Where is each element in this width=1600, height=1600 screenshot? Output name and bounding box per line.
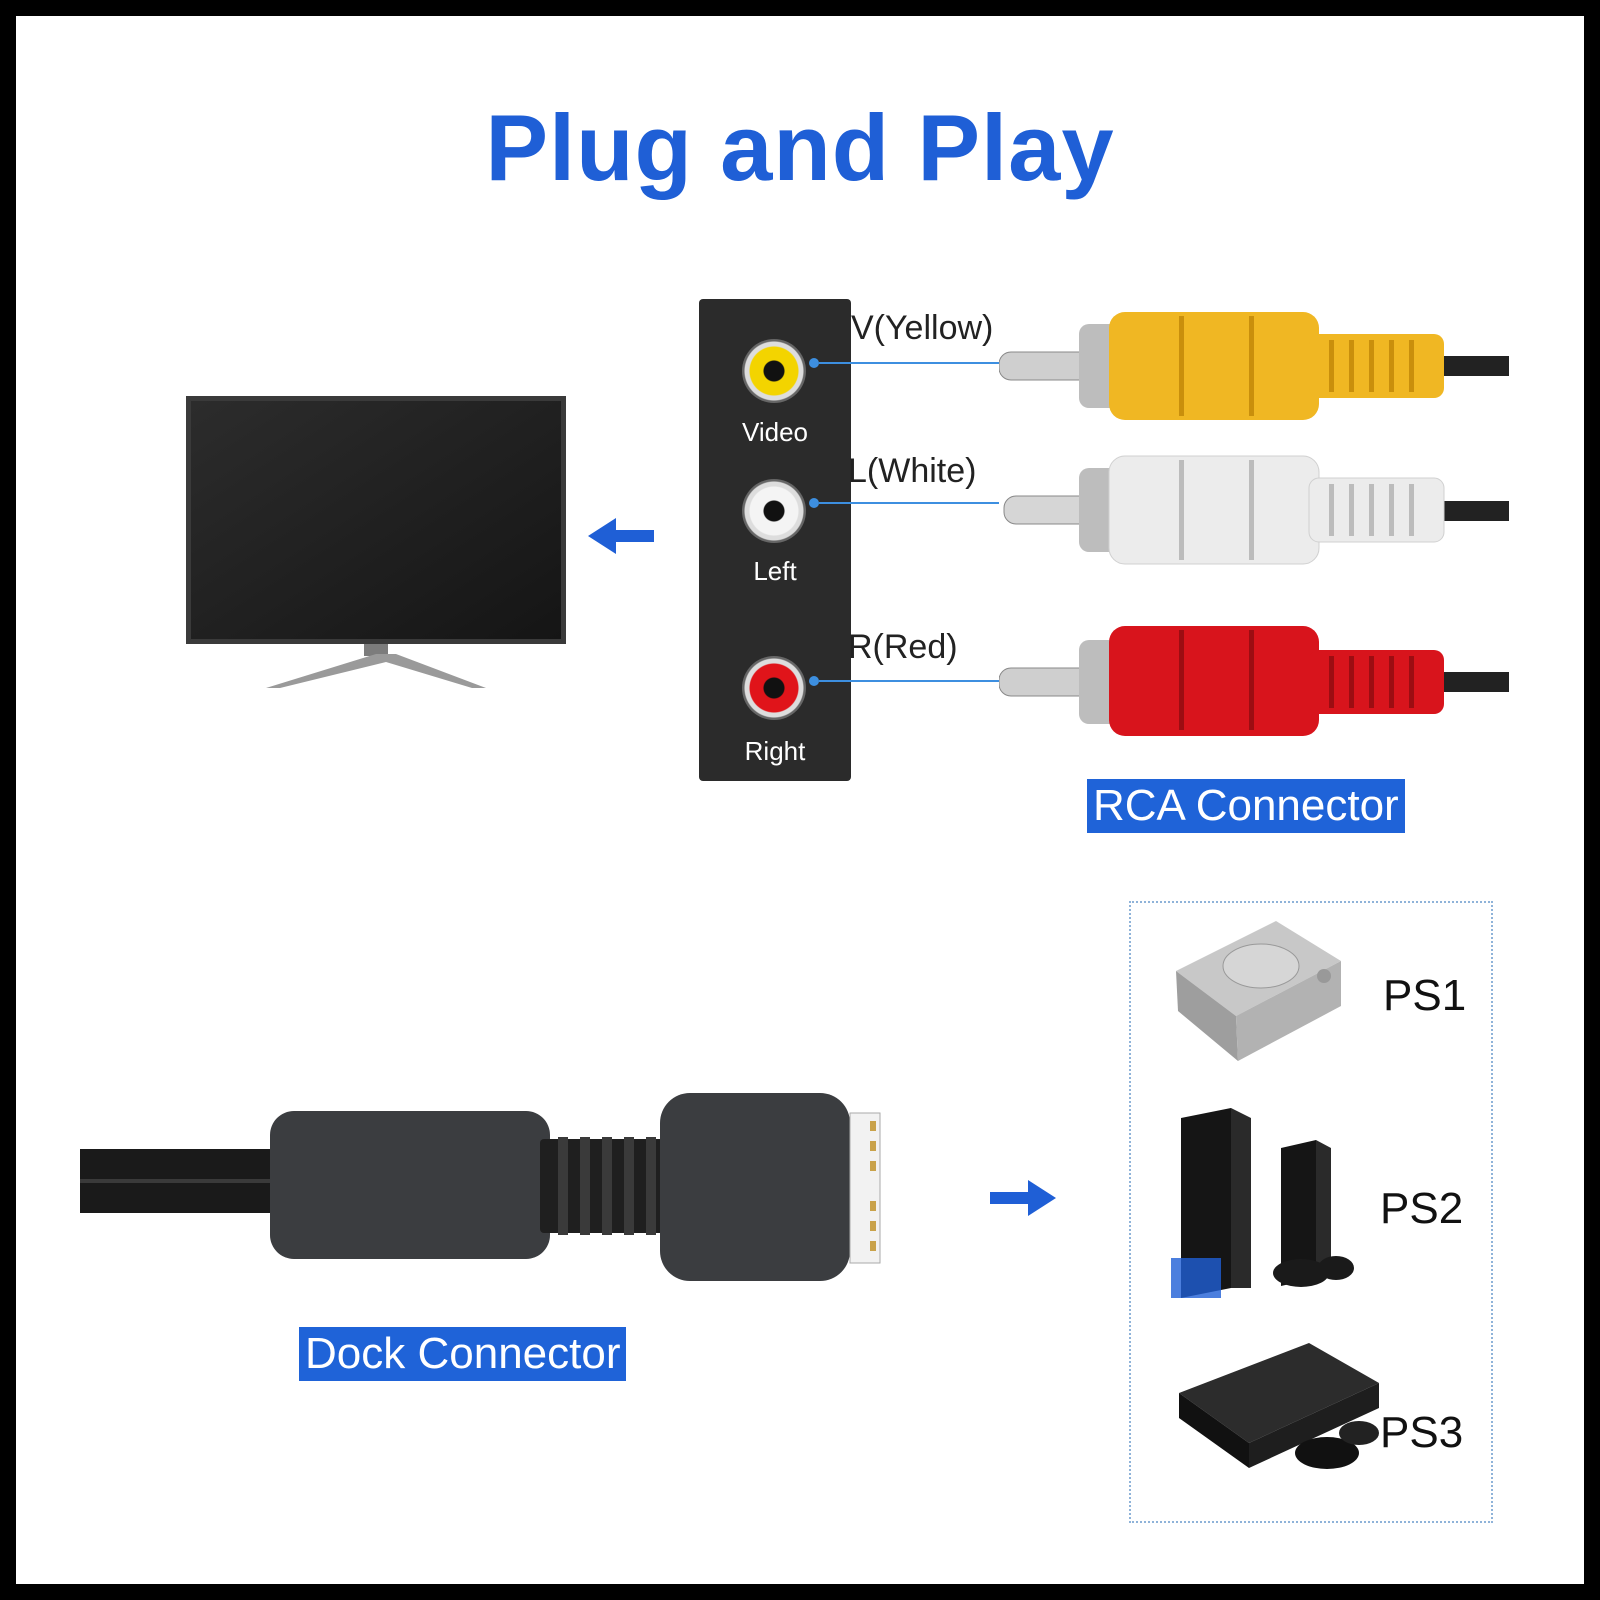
video-lead-label: V(Yellow) <box>851 309 994 347</box>
dock-connector-illustration <box>80 1093 881 1281</box>
right-lead-dot <box>809 676 819 686</box>
arrow-left-icon <box>588 518 654 554</box>
video-jack-icon <box>742 339 806 403</box>
ps1-console-icon <box>1176 921 1341 1061</box>
ps2-label: PS2 <box>1380 1184 1464 1233</box>
page-title: Plug and Play <box>485 95 1115 200</box>
left-jack-label: Left <box>753 556 797 586</box>
left-lead-dot <box>809 498 819 508</box>
ps2-console-icon <box>1171 1108 1354 1298</box>
right-jack-icon <box>742 656 806 720</box>
left-lead-label: L(White) <box>848 452 977 490</box>
ps1-label: PS1 <box>1383 971 1467 1020</box>
rca-plugs-illustration <box>999 312 1509 736</box>
rca-connector-label: RCA Connector <box>1087 779 1405 833</box>
infographic-panel: Plug and Play Video Left Right V(Yellow)… <box>16 16 1584 1584</box>
video-jack-label: Video <box>741 417 809 447</box>
video-lead-line <box>819 362 1004 364</box>
av-jack-panel: Video Left Right <box>699 299 851 781</box>
dock-connector-label: Dock Connector <box>299 1327 627 1381</box>
compatible-consoles-box: PS1 PS2 PS3 <box>1129 901 1493 1523</box>
ps3-label: PS3 <box>1380 1408 1464 1457</box>
left-jack-icon <box>742 479 806 543</box>
right-lead-label: R(Red) <box>848 628 958 666</box>
tv-illustration <box>186 396 566 688</box>
ps3-console-icon <box>1179 1343 1379 1469</box>
right-lead-line <box>819 680 999 682</box>
video-lead-dot <box>809 358 819 368</box>
left-lead-line <box>819 502 999 504</box>
right-jack-label: Right <box>744 736 806 766</box>
arrow-right-icon <box>990 1180 1056 1216</box>
